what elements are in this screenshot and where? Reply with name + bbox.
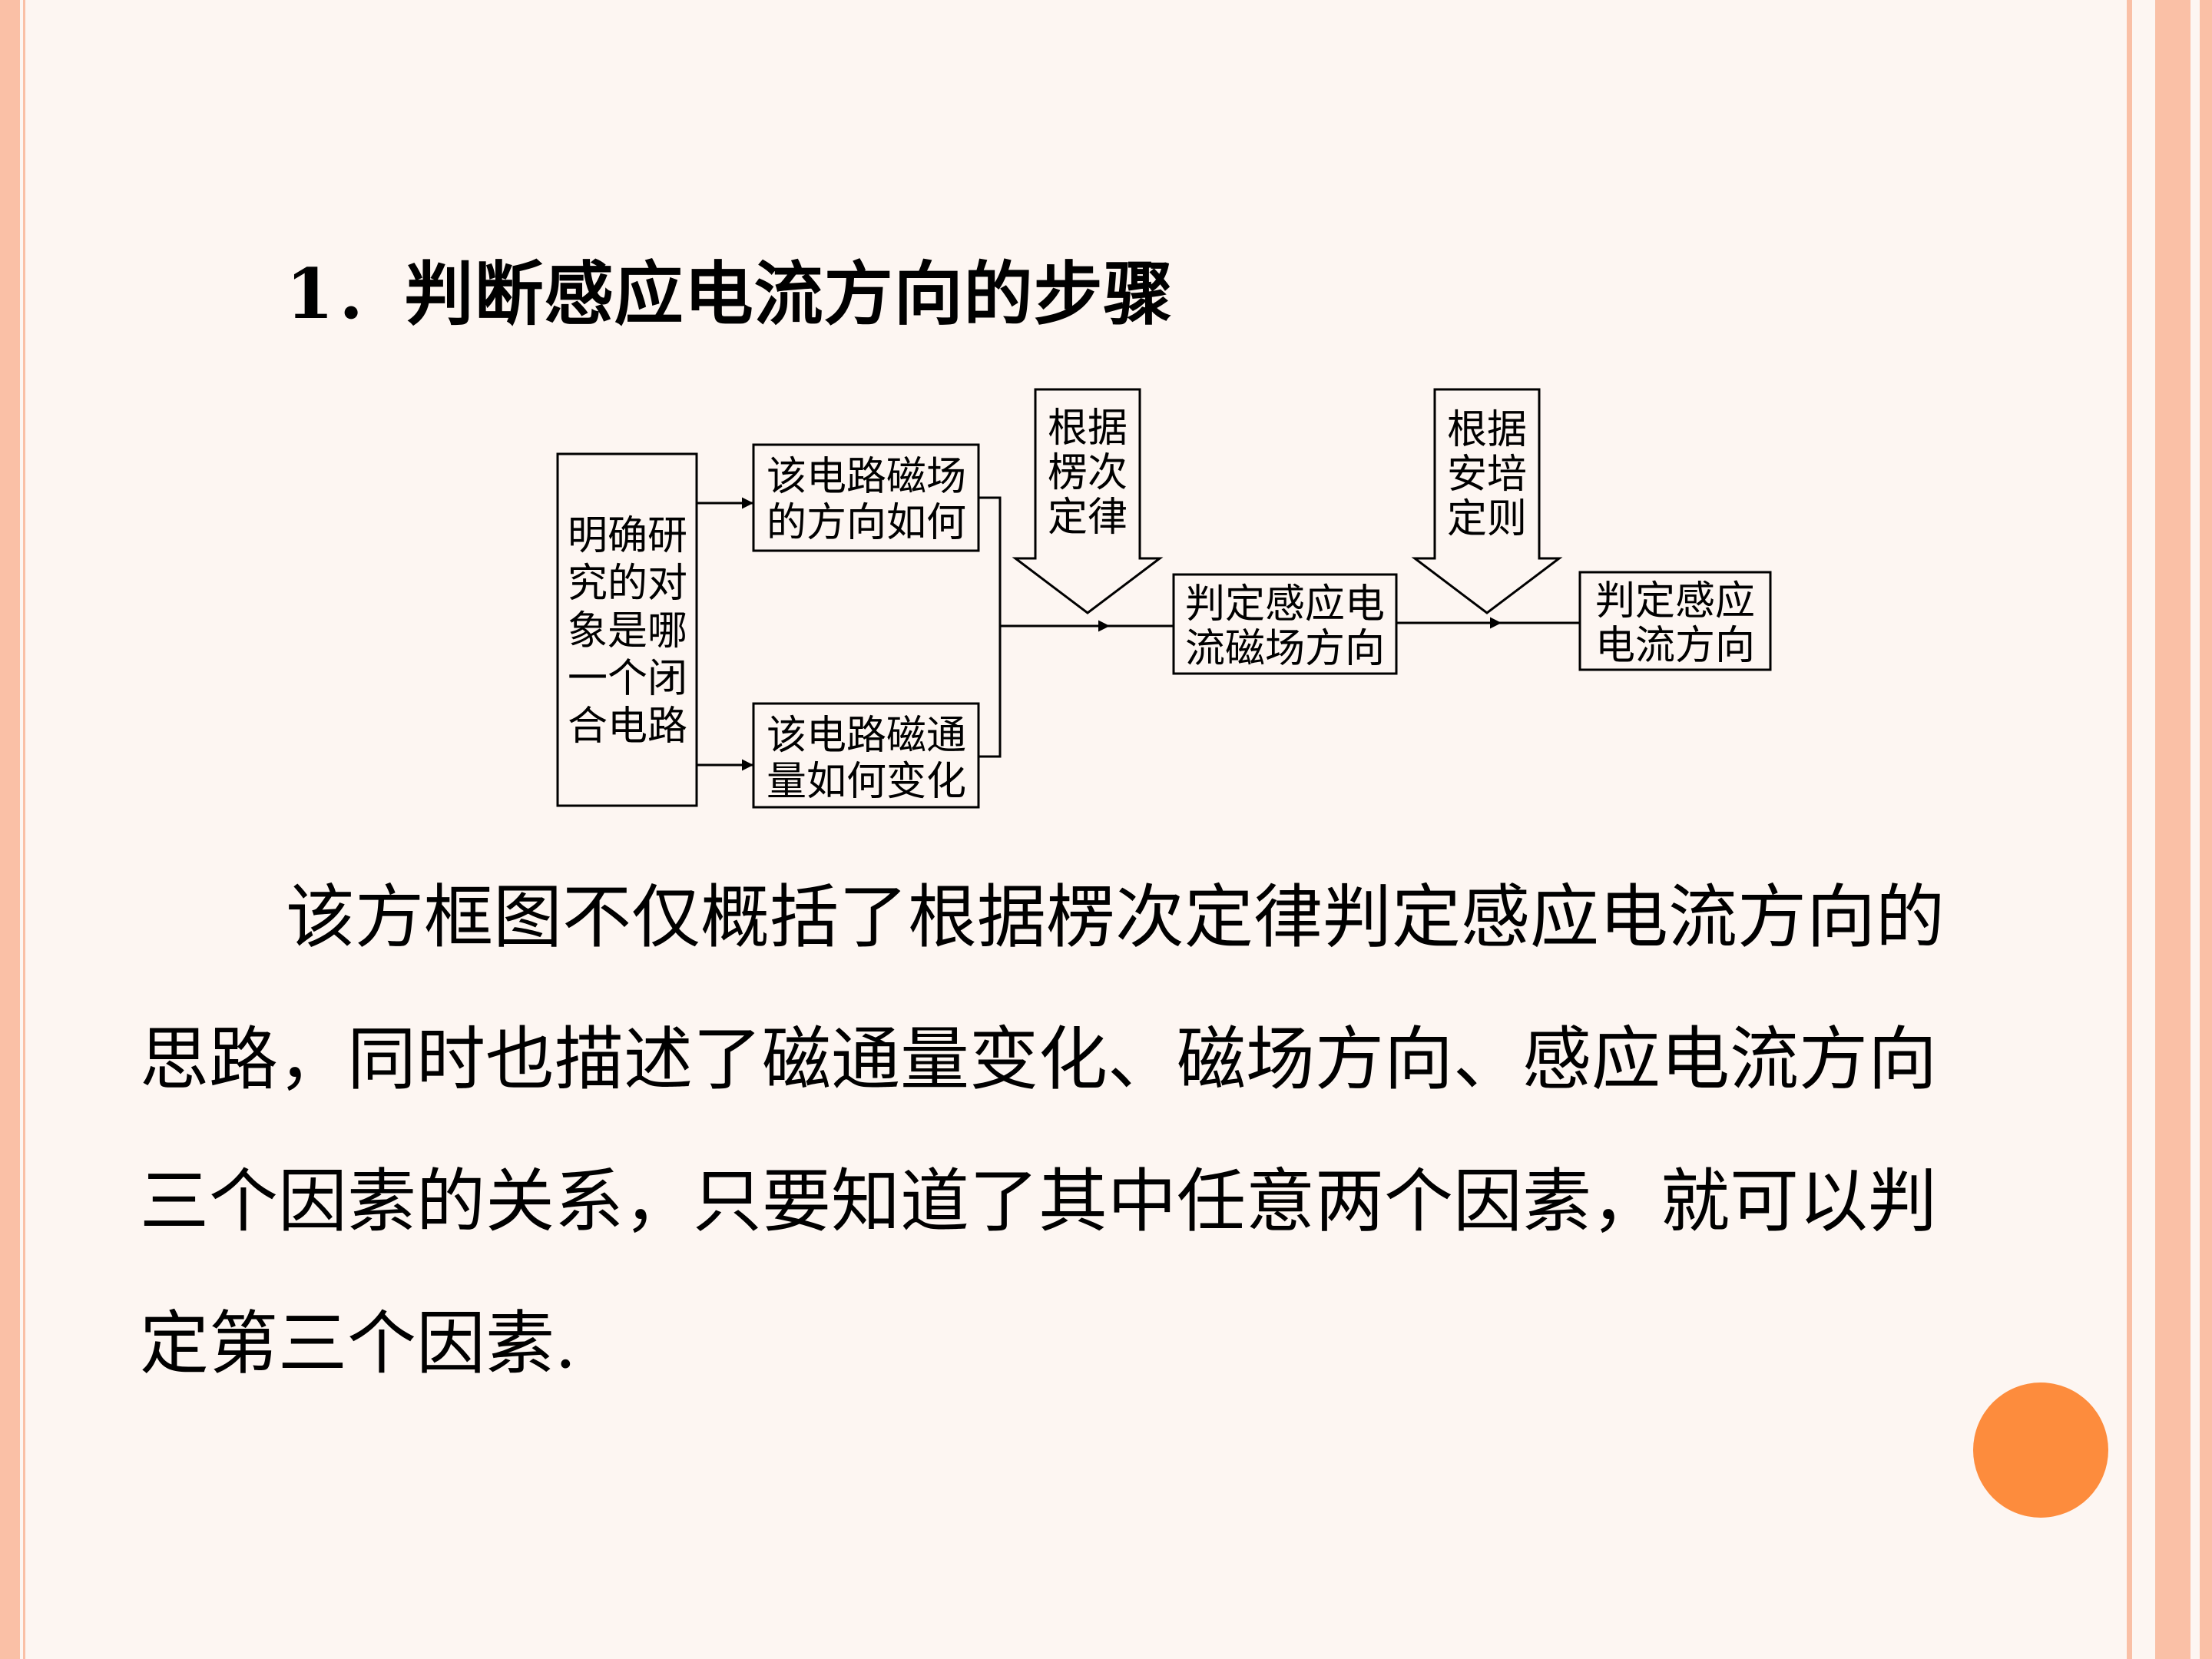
svg-text:象是哪: 象是哪 (568, 608, 687, 654)
paragraph-line-1: 该方框图不仅概括了根据楞次定律判定感应电流方向的 (286, 877, 1945, 958)
svg-text:量如何变化: 量如何变化 (767, 759, 966, 805)
lenz-down-arrow (1012, 388, 1164, 614)
right-decor-bar (2155, 0, 2190, 1659)
svg-text:电流方向: 电流方向 (1595, 623, 1755, 669)
svg-text:定律: 定律 (1048, 495, 1128, 541)
svg-text:合电路: 合电路 (568, 704, 687, 750)
right-decor-edge (2200, 0, 2212, 1659)
left-decor-bar (0, 0, 20, 1659)
current-field-box-text: 判定感应电 流磁场方向 (1185, 581, 1385, 672)
paragraph-line-2: 思路，同时也描述了磁通量变化、磁场方向、感应电流方向 (140, 1019, 1937, 1100)
merge-bracket (979, 496, 1002, 758)
section-heading: 1．判断感应电流方向的步骤 (286, 253, 1174, 335)
flux-box-text: 该电路磁通 量如何变化 (767, 713, 966, 805)
svg-text:究的对: 究的对 (568, 561, 687, 607)
svg-text:楞次: 楞次 (1048, 450, 1128, 496)
svg-text:明确研: 明确研 (568, 513, 687, 559)
lenz-arrow-text: 根据 楞次 定律 (1048, 406, 1128, 541)
svg-text:判定感应电: 判定感应电 (1185, 581, 1385, 628)
svg-text:定则: 定则 (1447, 496, 1527, 542)
object-text: 明确研 究的对 象是哪 一个闭 合电路 (568, 513, 687, 750)
ampere-down-arrow (1411, 388, 1563, 614)
paragraph-line-4: 定第三个因素. (140, 1303, 577, 1384)
result-box-text: 判定感应 电流方向 (1595, 578, 1755, 669)
svg-text:根据: 根据 (1048, 406, 1128, 452)
svg-text:根据: 根据 (1447, 407, 1527, 453)
ampere-arrow-text: 根据 安培 定则 (1447, 407, 1527, 542)
object-box (556, 452, 698, 807)
paragraph-line-3: 三个因素的关系，只要知道了其中任意两个因素，就可以判 (140, 1161, 1937, 1242)
svg-text:该电路磁通: 该电路磁通 (767, 713, 966, 759)
field-box-text: 该电路磁场 的方向如何 (767, 454, 966, 546)
result-box (1578, 571, 1772, 671)
svg-text:一个闭: 一个闭 (568, 656, 687, 702)
svg-text:该电路磁场: 该电路磁场 (767, 454, 966, 500)
svg-text:安培: 安培 (1447, 452, 1527, 498)
decorative-dot (1973, 1382, 2108, 1518)
left-decor-line (23, 0, 25, 1659)
svg-text:流磁场方向: 流磁场方向 (1185, 626, 1385, 672)
right-decor-line (2127, 0, 2132, 1659)
svg-text:的方向如何: 的方向如何 (767, 500, 966, 546)
svg-text:判定感应: 判定感应 (1595, 578, 1755, 624)
